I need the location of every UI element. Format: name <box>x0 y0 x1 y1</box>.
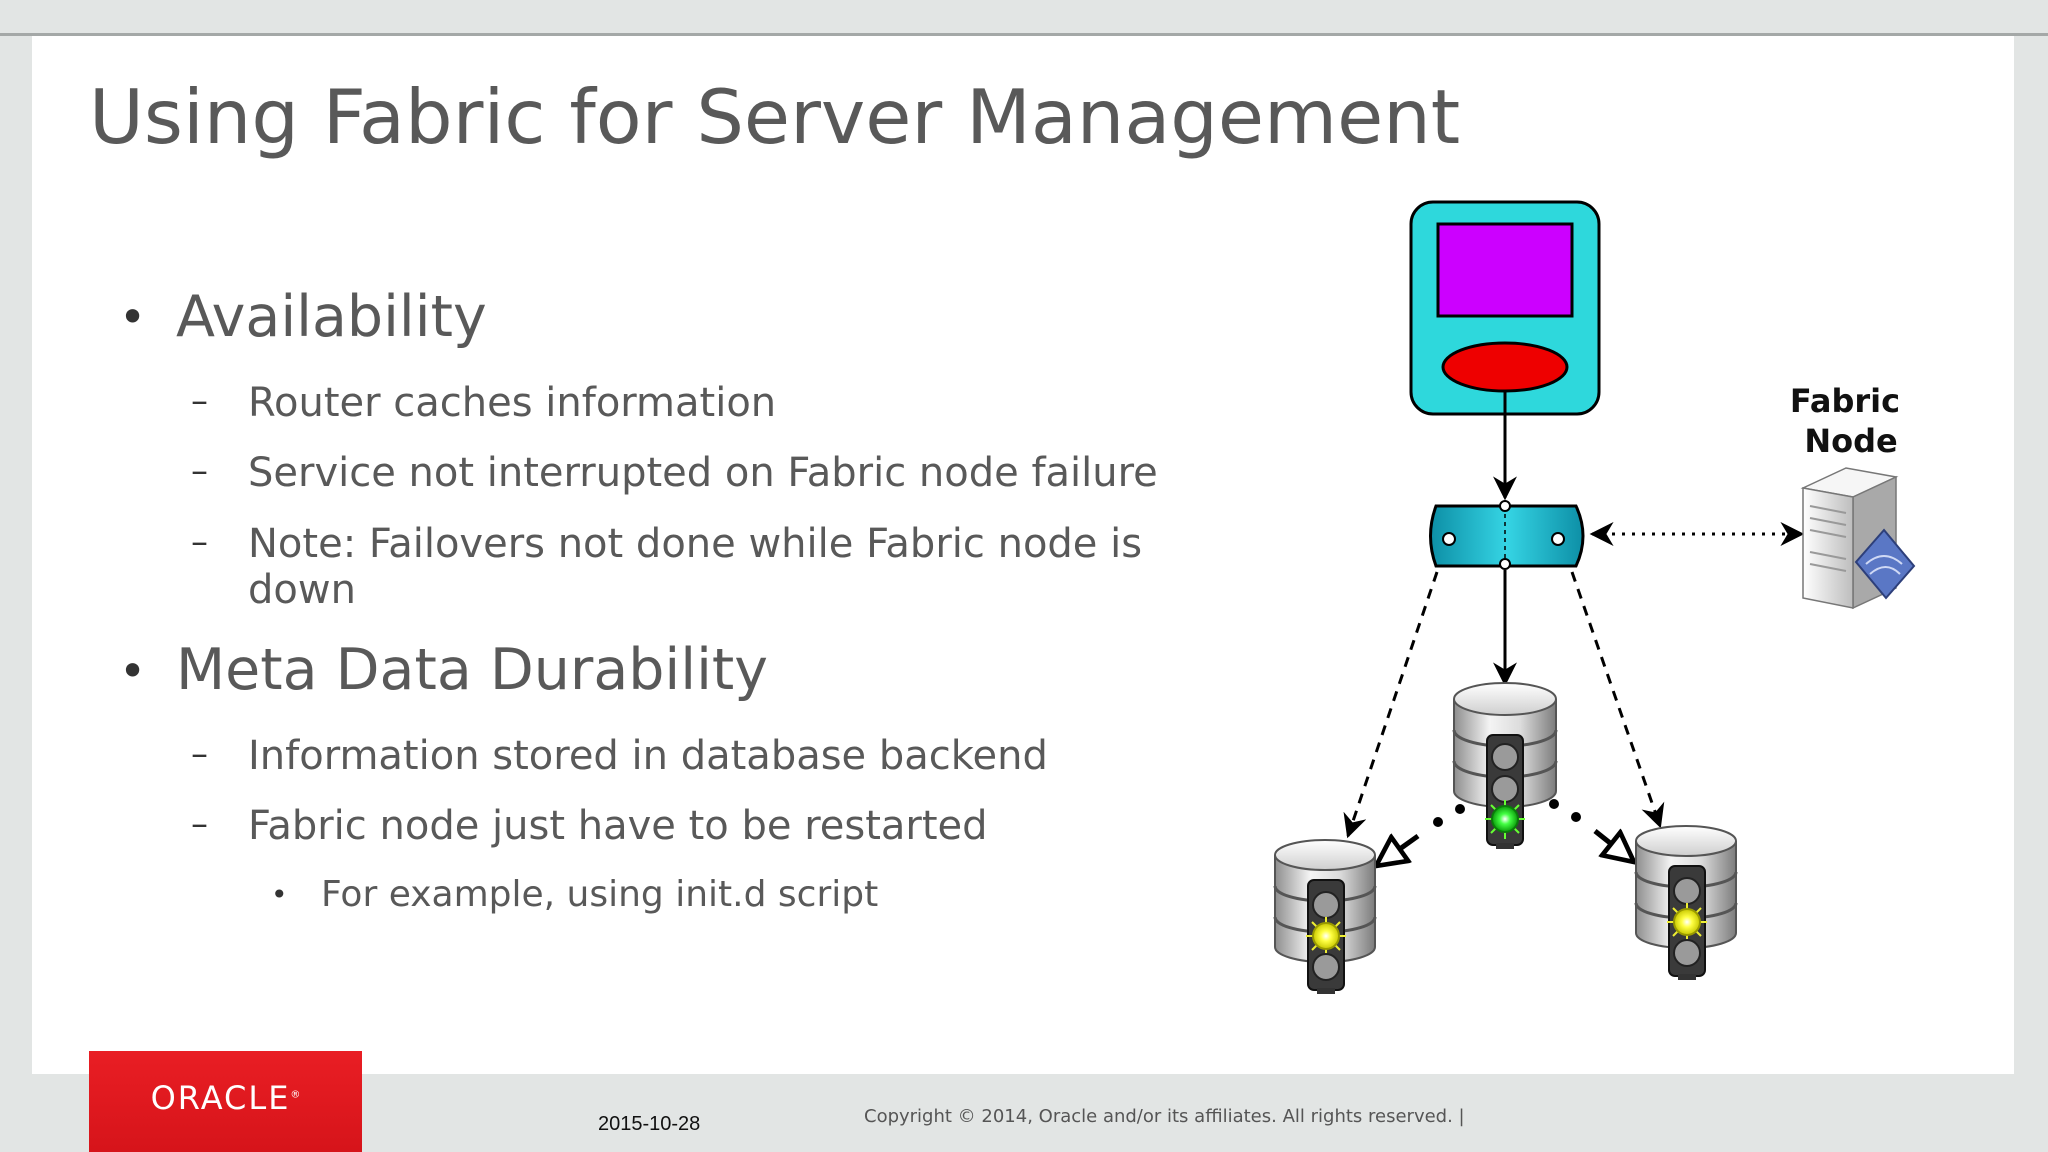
footer-copyright: Copyright © 2014, Oracle and/or its affi… <box>864 1106 1465 1127</box>
sub-bullet-note-line1: Note: Failovers not done while Fabric no… <box>248 521 1143 567</box>
sub-bullet-marker: – <box>191 804 208 844</box>
slide-title: Using Fabric for Server Management <box>89 73 1461 161</box>
sub-bullet-router-caches: Router caches information <box>248 380 777 426</box>
bullet-marker: • <box>119 644 147 698</box>
replication-right-connector <box>1549 799 1634 862</box>
oracle-logo-text: ORACLE <box>150 1079 291 1117</box>
sub-bullet-information-stored: Information stored in database backend <box>248 733 1048 779</box>
bullet-marker: • <box>119 290 147 344</box>
sub-sub-bullet-init-script: For example, using init.d script <box>321 874 879 915</box>
oracle-logo: ORACLE® <box>89 1051 362 1152</box>
router-secondary-left-connector <box>1343 571 1439 839</box>
sub-bullet-marker: – <box>191 381 208 421</box>
sub-bullet-marker: – <box>191 734 208 774</box>
top-divider <box>0 33 2048 36</box>
fabric-node-label-line1: Fabric <box>1790 382 1900 420</box>
oracle-logo-registered-mark: ® <box>290 1089 301 1101</box>
fabric-server-icon <box>1800 467 1916 610</box>
fabric-node-label-line2: Node <box>1804 422 1897 460</box>
bullet-availability: Availability <box>176 284 487 350</box>
bullet-meta-data-durability: Meta Data Durability <box>176 637 769 703</box>
footer-date: 2015-10-28 <box>598 1113 701 1135</box>
database-secondary-icon <box>1273 839 1377 994</box>
router-icon <box>1429 500 1585 570</box>
sub-bullet-fabric-restart: Fabric node just have to be restarted <box>248 803 988 849</box>
sub-sub-bullet-marker: • <box>271 878 288 911</box>
sub-bullet-service-not-interrupted: Service not interrupted on Fabric node f… <box>248 450 1158 496</box>
router-secondary-right-connector <box>1570 571 1665 829</box>
database-primary-icon <box>1452 682 1558 849</box>
replication-left-connector <box>1376 804 1465 866</box>
application-icon <box>1409 200 1601 416</box>
sub-bullet-marker: – <box>191 451 208 491</box>
sub-bullet-note-line2: down <box>248 567 356 613</box>
sub-bullet-marker: – <box>191 522 208 562</box>
database-secondary-icon <box>1634 825 1738 980</box>
